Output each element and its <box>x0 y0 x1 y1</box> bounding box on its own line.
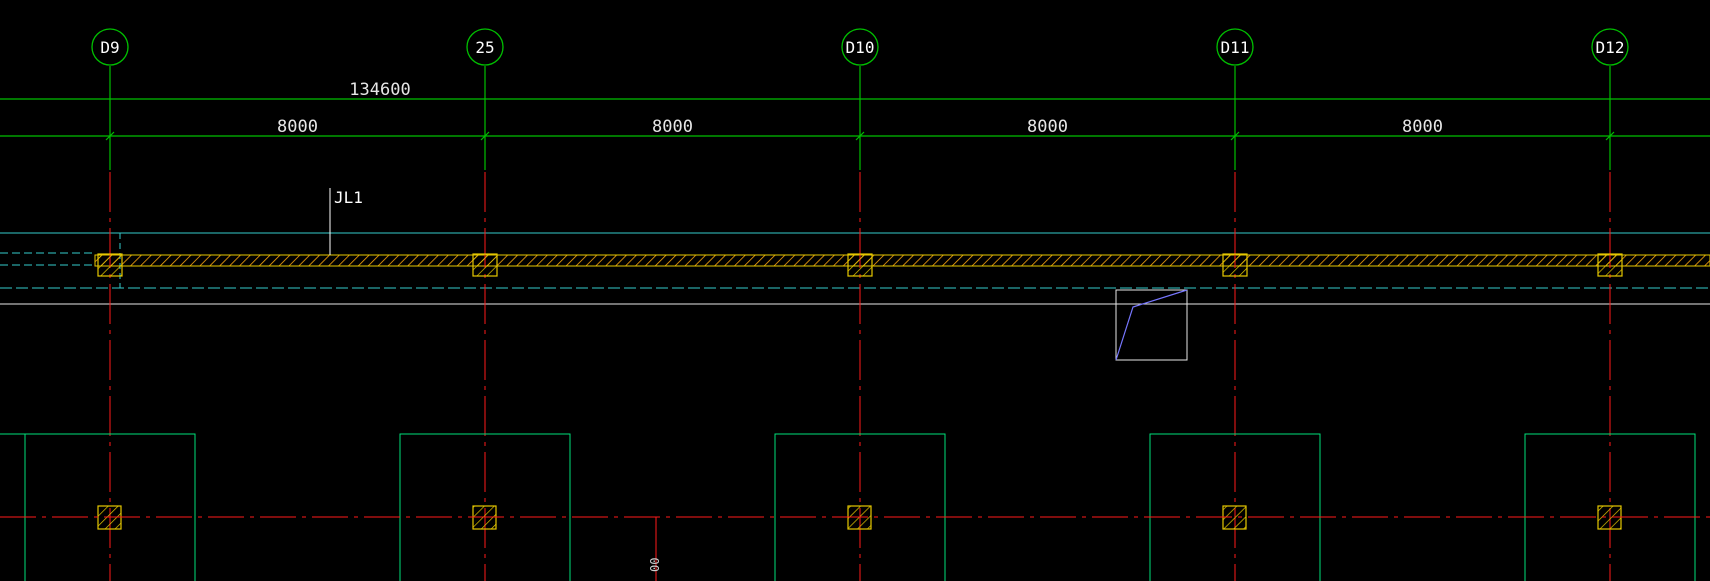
span-dimension-text[interactable]: 8000 <box>277 117 318 137</box>
axis-label[interactable]: D12 <box>1596 38 1625 57</box>
span-dimension-text[interactable]: 8000 <box>1027 117 1068 137</box>
axis-bubble[interactable] <box>1216 28 1254 66</box>
axis-label[interactable]: 25 <box>475 38 494 57</box>
opening-swing <box>1115 289 1188 361</box>
column-on-beam[interactable] <box>472 253 498 277</box>
axis-label[interactable]: D9 <box>100 38 119 57</box>
axis-grid: 8000 8000 8000 8000 D9 25 D10 D11 D12 <box>0 28 1696 581</box>
overall-dimension-text[interactable]: 134600 <box>349 80 410 100</box>
dimension-tick <box>105 131 115 141</box>
axis-bubble[interactable] <box>841 28 879 66</box>
column-on-beam[interactable] <box>1222 253 1248 277</box>
footing-outline[interactable] <box>24 433 196 581</box>
footing-outline[interactable] <box>1149 433 1321 581</box>
axis-bubble[interactable] <box>1591 28 1629 66</box>
footing-outline[interactable] <box>1524 433 1696 581</box>
dimension-tick <box>855 131 865 141</box>
beam-label[interactable]: JL1 <box>334 188 363 207</box>
opening-box[interactable] <box>1115 289 1188 361</box>
beam-jl1[interactable]: JL1 <box>0 188 1710 305</box>
span-dimension-text[interactable]: 8000 <box>1402 117 1443 137</box>
beam-hatch-overlay <box>95 255 1710 266</box>
dimension-tick <box>480 131 490 141</box>
column-on-beam[interactable] <box>847 253 873 277</box>
axis-bubble[interactable] <box>91 28 129 66</box>
dimension-tick <box>1230 131 1240 141</box>
opening-symbol[interactable] <box>1115 289 1188 361</box>
span-dimension-text[interactable]: 8000 <box>652 117 693 137</box>
bottom-text: 00 <box>648 558 662 572</box>
footing-outline[interactable] <box>399 433 571 581</box>
column-on-beam[interactable] <box>97 253 123 277</box>
footing-outline[interactable] <box>774 433 946 581</box>
axis-bubble[interactable] <box>466 28 504 66</box>
axis-label[interactable]: D11 <box>1221 38 1250 57</box>
dimension-lines: 134600 <box>0 80 1710 137</box>
dimension-tick <box>1605 131 1615 141</box>
axis-label[interactable]: D10 <box>846 38 875 57</box>
column-on-beam[interactable] <box>1597 253 1623 277</box>
